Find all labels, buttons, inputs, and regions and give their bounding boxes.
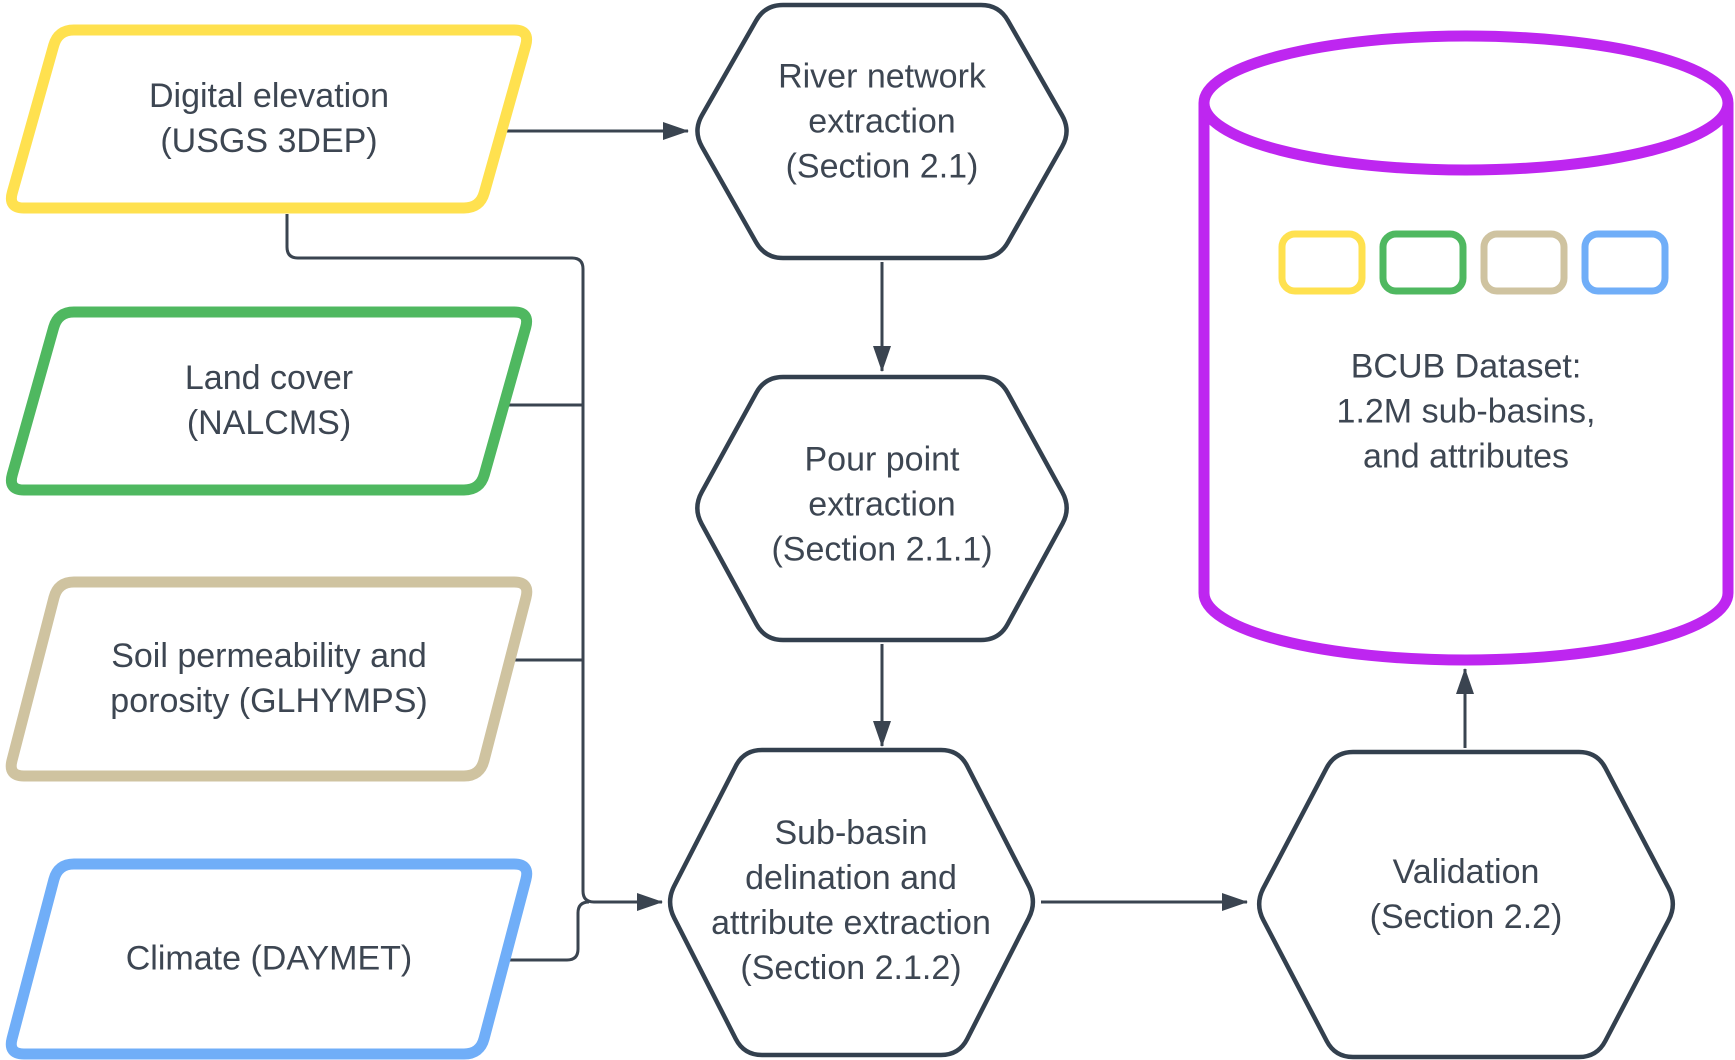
legend-swatch-digital-elevation <box>1278 230 1366 295</box>
connector-lines <box>285 122 1474 962</box>
process-node-sub-basin <box>667 747 1036 1058</box>
process-node-river-network <box>695 2 1069 261</box>
line-climate-feeder <box>505 900 590 962</box>
input-node-climate <box>5 858 533 1060</box>
dataset-cylinder <box>1198 30 1734 666</box>
legend-swatch-soil <box>1480 230 1568 295</box>
input-node-land-cover <box>5 306 533 496</box>
dataset-cylinder-top <box>1198 30 1734 176</box>
legend-swatch-climate <box>1581 230 1669 295</box>
process-node-pour-point <box>695 374 1069 643</box>
input-node-digital-elevation <box>5 24 533 214</box>
dataset-cylinder-body <box>1198 103 1734 666</box>
input-node-soil <box>5 576 533 782</box>
process-node-validation <box>1256 749 1676 1060</box>
arrow-collector-to-sub-basin <box>285 214 663 911</box>
legend-swatch-land-cover <box>1379 230 1467 295</box>
